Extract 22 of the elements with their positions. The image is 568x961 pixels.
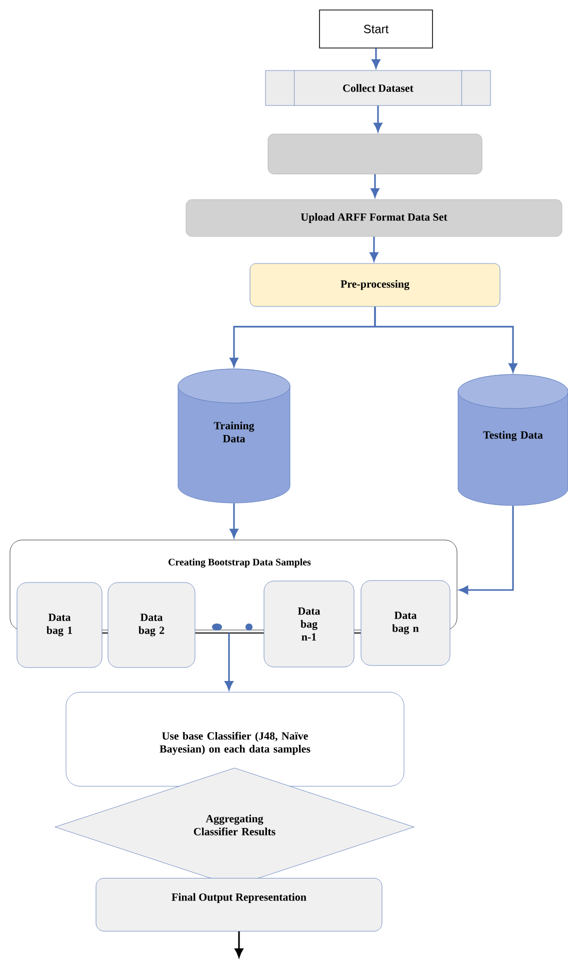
arrow xyxy=(234,931,244,958)
database-cylinder: Testing Data xyxy=(458,374,568,506)
arrow xyxy=(224,633,234,690)
arrow xyxy=(374,306,518,372)
process-box: Use base Classifier (J48, Naïve Bayesian) on each data samples xyxy=(66,692,404,786)
process-box xyxy=(268,134,482,174)
database-cylinder: Training Data xyxy=(178,368,290,504)
data-bag-box: Data bag n xyxy=(360,580,450,666)
arrow xyxy=(459,506,514,594)
arrow xyxy=(370,174,380,198)
process-box: Upload ARFF Format Data Set xyxy=(186,199,562,237)
arrow xyxy=(372,48,380,68)
process-box: Pre-processing xyxy=(250,263,500,307)
data-bag-box: Data bag 2 xyxy=(108,582,196,668)
arrow xyxy=(374,106,382,132)
process-box: Final Output Representation xyxy=(96,878,382,932)
arrow xyxy=(230,503,238,538)
data-bag-box: Data bag 1 xyxy=(16,582,102,668)
data-bag-box: Data bag n-1 xyxy=(264,580,354,668)
process-box: Collect Dataset xyxy=(265,70,491,106)
terminal-box: Start xyxy=(319,10,433,48)
arrow xyxy=(370,236,378,262)
